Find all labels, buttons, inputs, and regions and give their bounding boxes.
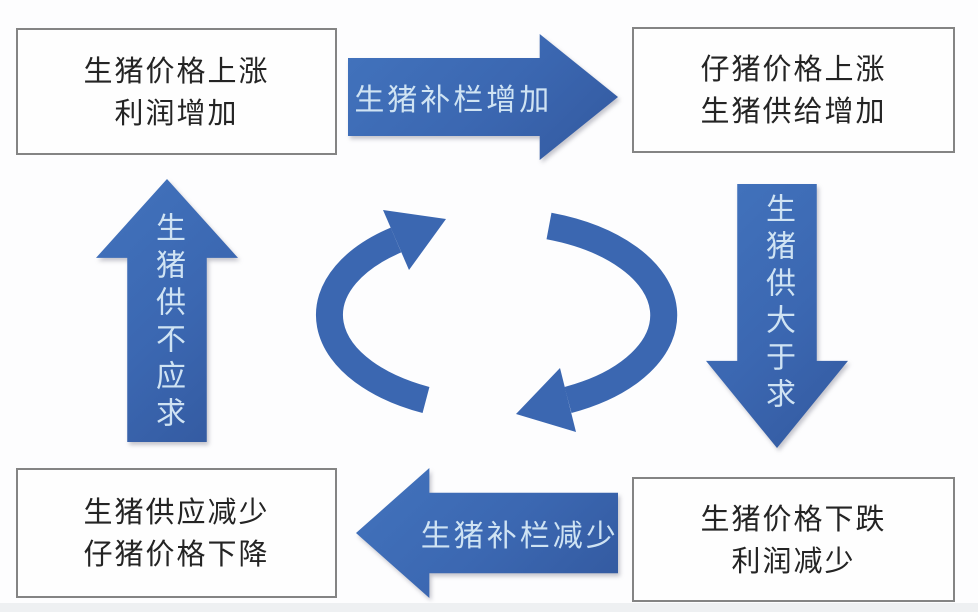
box-line: 仔猪价格上涨 [700,52,887,86]
arrow-bottom-label: 生猪补栏减少 [420,519,619,554]
box-price-rise-profit-up: 生猪价格上涨 利润增加 [16,28,337,155]
box-supply-down-piglet-price-fall: 生猪供应减少 仔猪价格下降 [16,468,337,598]
arrow-right-label: 生猪供大于求 [760,193,795,415]
bottom-edge-strip [0,603,978,612]
arrow-bottom-wrapper: 生猪补栏减少 [356,468,618,598]
arrow-left-side-wrapper: 生猪供不应求 [96,179,238,442]
box-line: 仔猪价格下降 [83,537,270,571]
arrow-top-label: 生猪补栏增加 [354,83,553,118]
arrow-left-label: 生猪供不应求 [150,212,185,434]
cycle-arrows-icon [300,198,690,438]
arrow-up-icon: 生猪供不应求 [96,179,238,442]
arrow-right-icon: 生猪补栏增加 [348,34,618,160]
box-piglet-price-rise-supply-up: 仔猪价格上涨 生猪供给增加 [632,27,955,153]
box-line: 生猪供应减少 [83,495,270,529]
arrow-top-wrapper: 生猪补栏增加 [348,34,618,160]
box-line: 生猪价格下跌 [700,501,887,536]
box-line: 生猪供给增加 [700,94,887,128]
box-line: 生猪价格上涨 [83,53,270,88]
box-line: 利润减少 [731,543,856,578]
arrow-down-icon: 生猪供大于求 [706,184,848,448]
arrow-left-icon: 生猪补栏减少 [356,468,618,598]
box-line: 利润增加 [114,95,239,130]
arrow-right-side-wrapper: 生猪供大于求 [706,184,848,448]
box-price-fall-profit-down: 生猪价格下跌 利润减少 [632,477,955,602]
